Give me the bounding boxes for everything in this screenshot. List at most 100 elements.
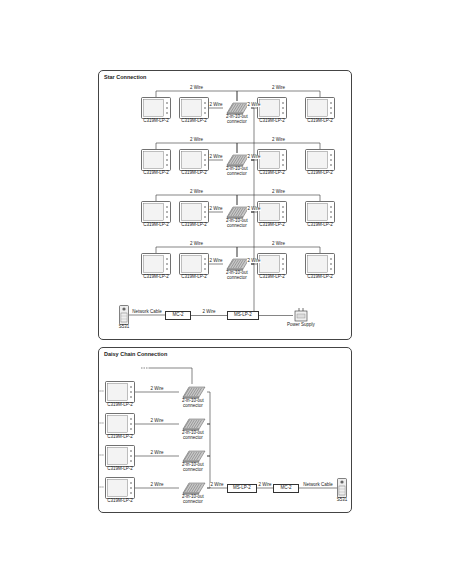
connector-icon [179,385,207,399]
part-label: C319M-LP-2 [307,171,333,176]
monitor-icon [141,97,171,119]
wire-connector [191,315,227,316]
part-label: 2-in-10-out connector [179,463,207,473]
wire-label: 2 Wire [209,207,223,212]
part-label: C319M-LP-2 [107,435,133,440]
wire-connector [207,424,210,456]
monitor-node: C319M-LP-2 [179,97,209,127]
module-box: MC-2 [273,484,299,493]
wire-label: 2 Wire [271,190,285,195]
wire-label: 2 Wire [258,483,272,488]
part-label: C319M-LP-2 [143,223,169,228]
wire-connector [207,392,210,424]
wire-connector [259,315,293,316]
module-box: MS-LP-2 [227,311,259,320]
connector-node: 2-in-10-out connector [179,449,207,475]
wire [140,368,150,369]
monitor-node: C319M-LP-2 [105,381,135,411]
monitor-node: C319M-LP-2 [141,201,171,231]
wire-connector [251,108,254,160]
part-label: C319M-LP-2 [259,275,285,280]
wire-label: 2 Wire [150,451,164,456]
door-station-icon [119,305,129,325]
door-station-node: S531 [117,305,131,333]
part-label: MC-2 [281,486,292,491]
part-label: C319M-LP-2 [107,467,133,472]
wire-connector [209,264,223,265]
part-label: C319M-LP-2 [307,223,333,228]
part-label: C319M-LP-2 [181,119,207,124]
wire-connector [135,424,179,425]
wire [100,455,105,456]
power-supply-icon [293,307,309,323]
part-label: C319M-LP-2 [181,223,207,228]
wire-label: 2 Wire [209,155,223,160]
wire-label: 2 Wire [189,242,203,247]
monitor-node: C319M-LP-2 [305,201,335,231]
part-label: 2-in-10-out connector [179,399,207,409]
monitor-node: C319M-LP-2 [141,97,171,127]
wire-label: 2 Wire [150,419,164,424]
connector-node: 2-in-10-out connector [179,385,207,411]
wire-label: 2 Wire [271,138,285,143]
module-box: MS-LP-2 [227,484,257,493]
monitor-icon [305,253,335,275]
wire-label: Network Cable [132,310,163,315]
monitor-icon [179,149,209,171]
monitor-icon [305,149,335,171]
wire-connector [209,160,223,161]
part-label: C319M-LP-2 [143,119,169,124]
monitor-icon [257,253,287,275]
wire [150,368,192,384]
monitor-node: C319M-LP-2 [305,97,335,127]
monitor-node: C319M-LP-2 [257,253,287,283]
monitor-node: C319M-LP-2 [257,97,287,127]
monitor-icon [105,413,135,435]
part-label: C319M-LP-2 [307,119,333,124]
part-label: 2-in-10-out connector [223,219,251,229]
part-label: 2-in-10-out connector [223,167,251,177]
monitor-icon [141,149,171,171]
wire-connector [135,392,179,393]
power-supply-node: Power Supply [287,307,315,333]
part-label: 2-in-10-out connector [223,271,251,281]
part-label: MS-LP-2 [233,486,251,491]
part-label: C319M-LP-2 [307,275,333,280]
wire-label: 2 Wire [150,387,164,392]
monitor-icon [179,201,209,223]
wire-label: 2 Wire [150,483,164,488]
monitor-icon [141,253,171,275]
part-label: 2-in-10-out connector [179,431,207,441]
wire-label: 2 Wire [247,103,261,108]
wire-label: 2 Wire [247,207,261,212]
monitor-icon [305,201,335,223]
wire [100,423,105,424]
part-label: 2-in-10-out connector [223,115,251,125]
monitor-node: C319M-LP-2 [179,149,209,179]
module-box: MC-2 [165,311,191,320]
wire-label: 2 Wire [247,259,261,264]
wire-label: 2 Wire [209,103,223,108]
wire-label: 2 Wire [210,483,224,488]
monitor-icon [257,97,287,119]
part-label: C319M-LP-2 [143,275,169,280]
monitor-node: C319M-LP-2 [105,413,135,443]
wire-connector [207,488,227,489]
monitor-node: C319M-LP-2 [257,149,287,179]
wire-connector [209,212,223,213]
wire-label: 2 Wire [247,155,261,160]
wire-connector [251,160,254,212]
wire-label: 2 Wire [202,310,216,315]
panel-title: Star Connection [104,74,146,80]
wire-label: 2 Wire [271,242,285,247]
part-label: C319M-LP-2 [181,275,207,280]
monitor-node: C319M-LP-2 [305,149,335,179]
wire-label: Network Cable [303,483,334,488]
wire [100,487,105,488]
monitor-node: C319M-LP-2 [105,445,135,475]
monitor-icon [305,97,335,119]
part-label: S531 [337,498,348,503]
group-panel: Daisy Chain ConnectionC319M-LP-22-in-10-… [98,347,352,513]
